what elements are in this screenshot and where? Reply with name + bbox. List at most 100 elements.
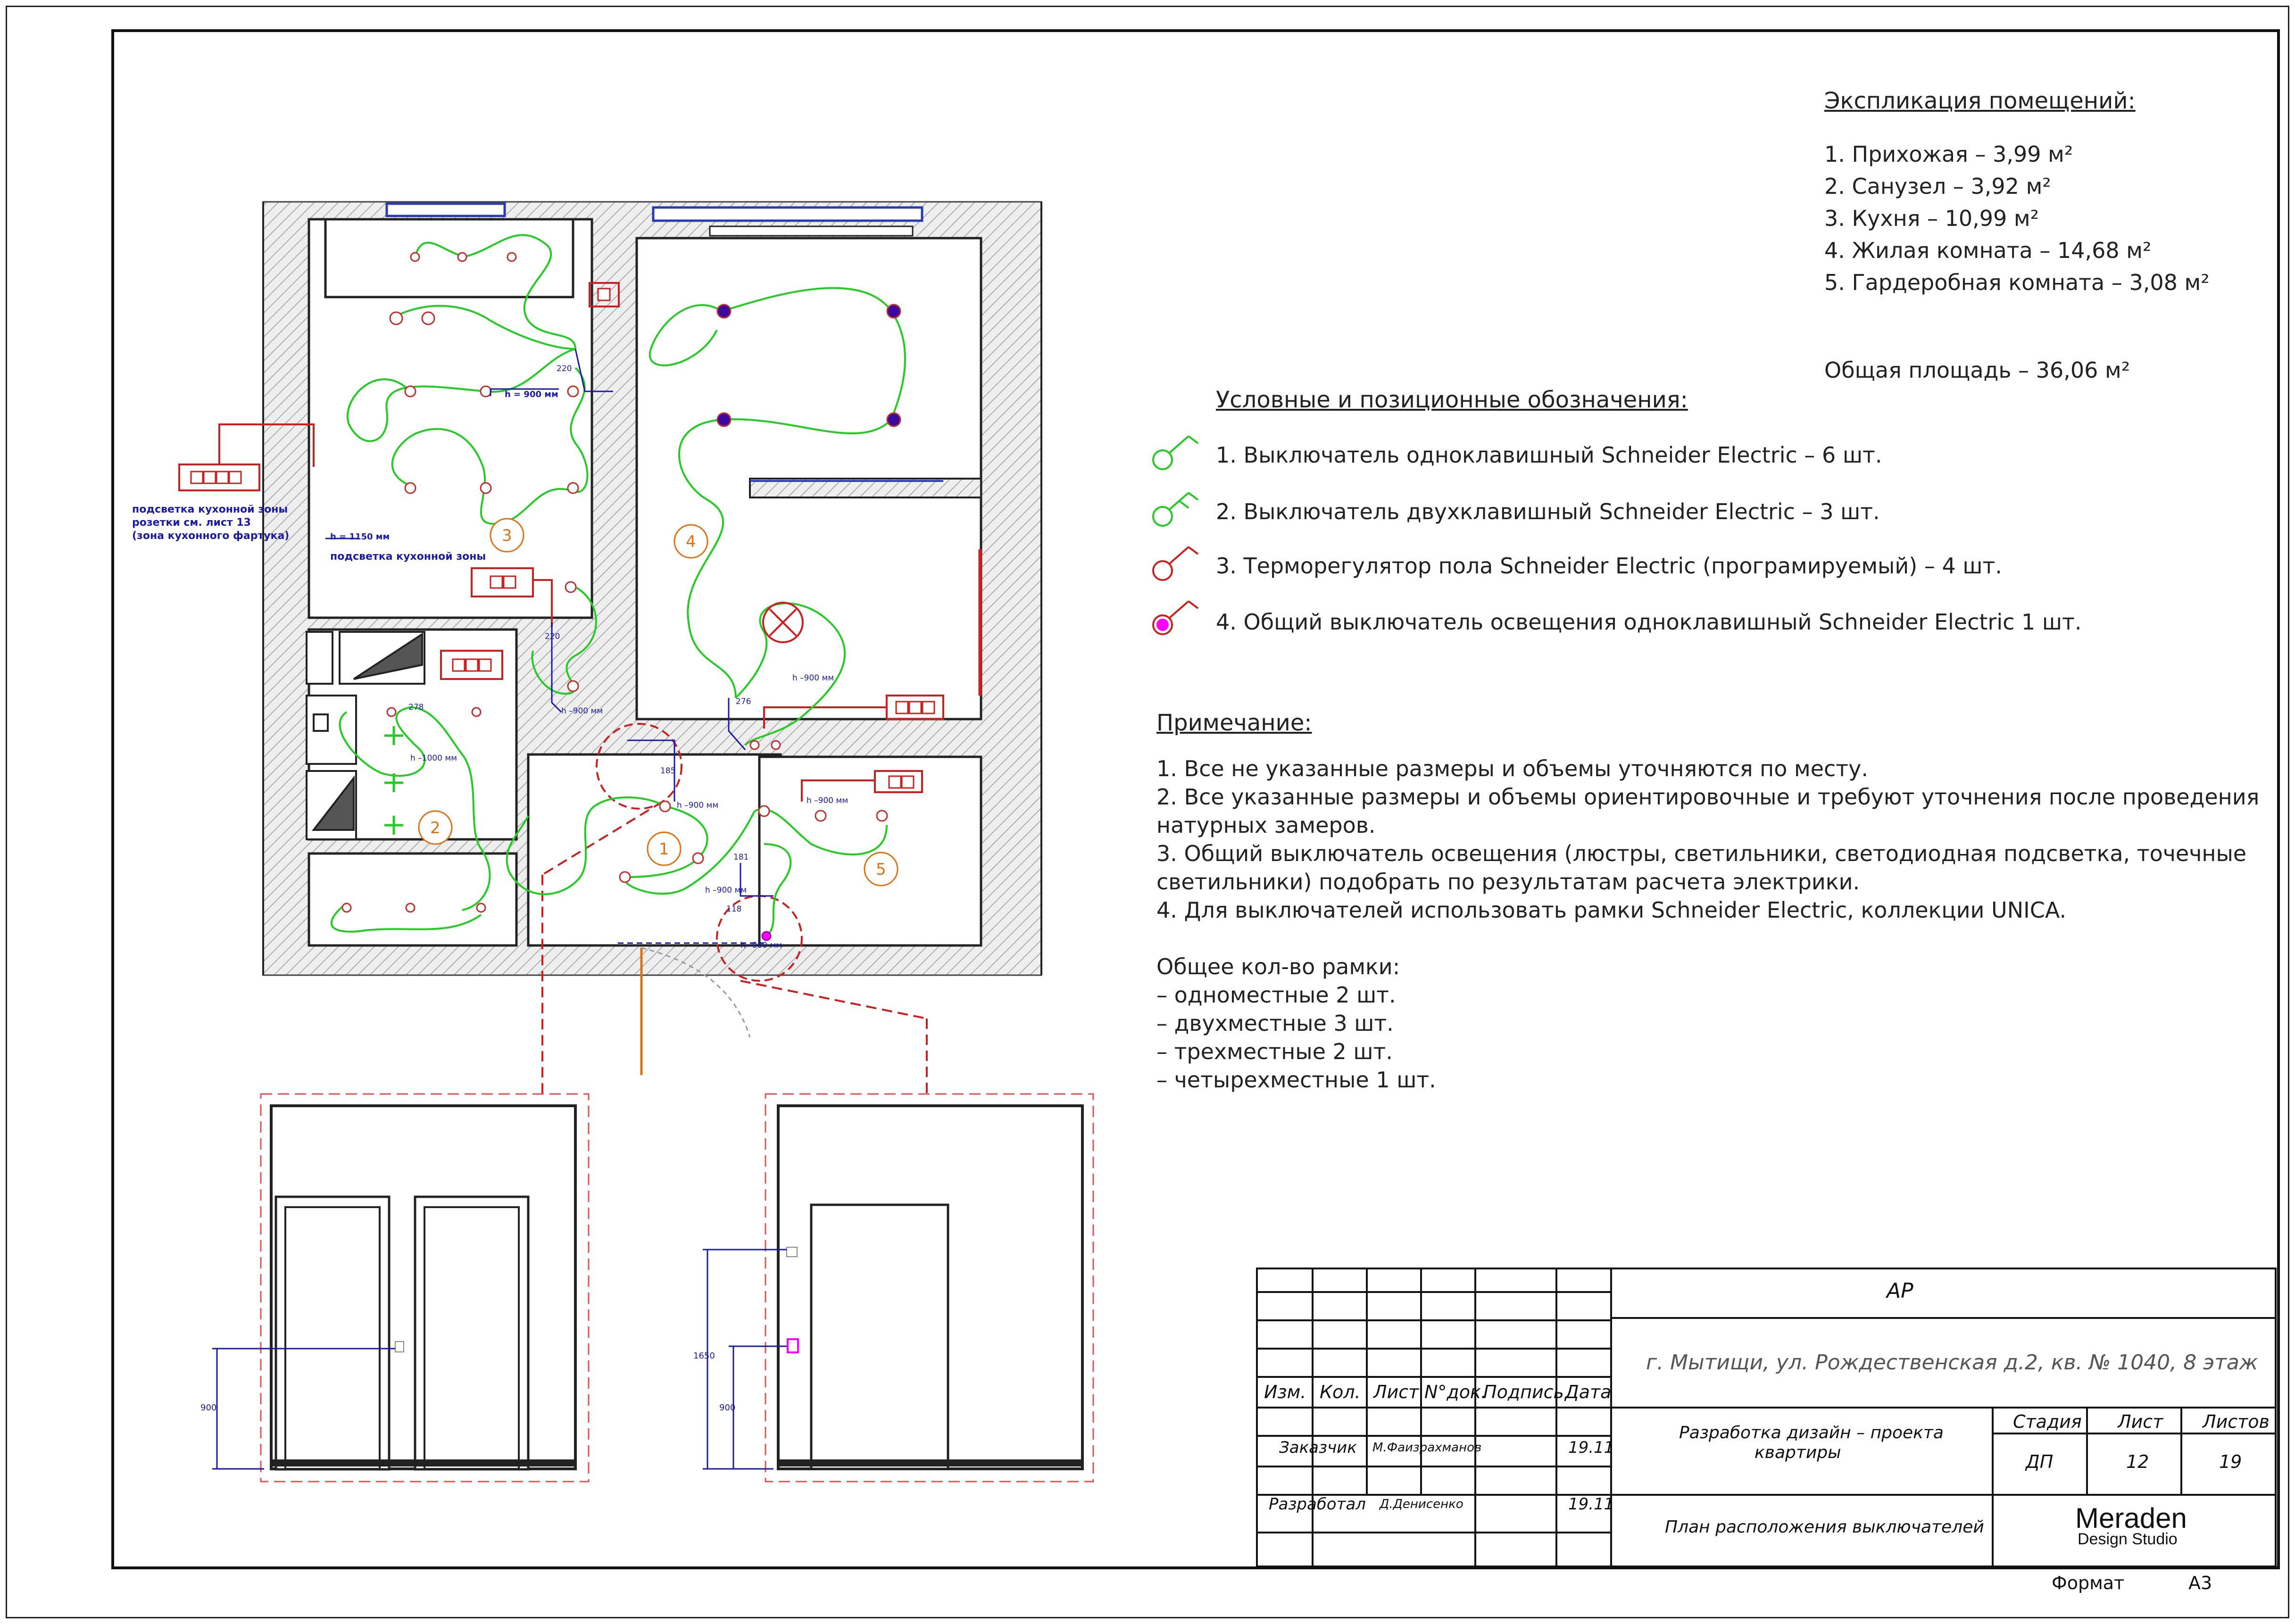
tb-customer-name: М.Фаизрахманов	[1372, 1441, 1482, 1455]
tb-dev-role: Разработал	[1269, 1495, 1366, 1514]
kitchen-note-3: (зона кухонного фартука)	[132, 530, 290, 542]
master-switch-marker	[761, 931, 772, 941]
room-number-3: 3	[502, 526, 512, 545]
note-line-2: 2. Все указанные размеры и объемы ориент…	[1156, 784, 2260, 810]
elevation-left	[212, 1093, 590, 1483]
frames-line-2: – двухместные 3 шт.	[1156, 1011, 1394, 1036]
tb-project-1: Разработка дизайн – проекта	[1679, 1423, 1944, 1442]
room-number-2: 2	[430, 819, 441, 837]
tb-dev-name: Д.Денисенко	[1380, 1497, 1463, 1511]
legend-title: Условные и позиционные обозначения:	[1216, 387, 1688, 413]
legend-item-1: 1. Выключатель одноклавишный Schneider E…	[1216, 442, 1882, 468]
height-label-bath: h –1000 мм	[410, 754, 457, 763]
legend-symbols	[1152, 435, 1199, 635]
drawing-frame	[111, 29, 2280, 1569]
pendant-lights	[716, 304, 901, 427]
tb-address: г. Мытищи, ул. Рождественская д.2, кв. №…	[1646, 1351, 2258, 1375]
kitchen-note-1: подсветка кухонной зоны	[132, 504, 288, 515]
height-label-b: h –900 мм	[561, 706, 603, 716]
bathroom-fixtures	[306, 631, 425, 840]
tb-customer-date: 19.11	[1568, 1438, 1614, 1457]
double-switch-icon	[1152, 492, 1199, 527]
legend-item-2: 2. Выключатель двухклавишный Schneider E…	[1216, 499, 1880, 524]
tb-code: АР	[1887, 1279, 1913, 1303]
explication-room-5: 5. Гардеробная комната – 3,08 м²	[1824, 270, 2210, 295]
tb-stage-header: Стадия	[2013, 1411, 2082, 1432]
kitchen-height: h = 1150 мм	[330, 532, 390, 542]
dim-278: 278	[408, 703, 424, 712]
note-line-6: 4. Для выключателей использовать рамки S…	[1156, 897, 2067, 923]
kitchen-zone-label: подсветка кухонной зоны	[330, 551, 486, 563]
legend-item-3: 3. Терморегулятор пола Schneider Electri…	[1216, 553, 2002, 579]
height-label-e: h –900 мм	[677, 801, 719, 810]
bathroom-led-lights	[384, 726, 403, 835]
tb-sheet-number: 12	[2126, 1451, 2149, 1472]
total-area: Общая площадь – 36,06 м²	[1824, 357, 2130, 383]
dim-276: 276	[736, 697, 751, 706]
thermostat-icon	[1152, 546, 1199, 581]
tb-project-2: квартиры	[1755, 1443, 1841, 1462]
brand-logo: Meraden	[2075, 1502, 2187, 1534]
dimension-lines	[325, 348, 773, 944]
title-block-grid	[1256, 1268, 2277, 1567]
tb-col-5: Подпись	[1483, 1382, 1564, 1402]
notes-title: Примечание:	[1156, 710, 1312, 736]
dim-220-a: 220	[557, 364, 572, 373]
format-label: Формат	[2052, 1573, 2125, 1593]
outer-border	[6, 6, 2289, 1618]
chandelier	[762, 602, 804, 643]
explication-room-3: 3. Кухня – 10,99 м²	[1824, 206, 2039, 231]
format-value: А3	[2188, 1573, 2212, 1593]
height-label-c: h –900 мм	[792, 673, 834, 683]
legend-item-4: 4. Общий выключатель освещения одноклави…	[1216, 609, 2082, 635]
dim-220-b: 220	[545, 632, 560, 641]
height-label-f: h –900 мм	[705, 886, 747, 895]
note-line-5: светильники) подобрать по результатам ра…	[1156, 869, 1860, 895]
tb-col-6: Дата	[1565, 1382, 1612, 1402]
tb-dev-date: 19.11	[1568, 1495, 1614, 1514]
tb-sheet-header: Лист	[2118, 1411, 2163, 1432]
tb-sheets-total: 19	[2219, 1451, 2242, 1472]
recessed-lights	[341, 252, 888, 913]
note-line-4: 3. Общий выключатель освещения (люстры, …	[1156, 841, 2247, 866]
room-markers	[418, 518, 898, 887]
master-switch-icon	[1152, 600, 1199, 635]
explication-room-1: 1. Прихожая – 3,99 м²	[1824, 141, 2073, 167]
tb-sheets-header: Листов	[2203, 1411, 2270, 1432]
room-number-4: 4	[686, 532, 696, 551]
elev-right-dim-1: 1650	[693, 1351, 715, 1361]
note-line-1: 1. Все не указанные размеры и объемы уто…	[1156, 756, 1868, 781]
elev-left-dim: 900	[200, 1403, 217, 1413]
tb-col-1: Изм.	[1264, 1382, 1306, 1402]
room-number-5: 5	[876, 860, 886, 879]
tb-col-2: Кол.	[1320, 1382, 1361, 1402]
frames-line-1: – одноместные 2 шт.	[1156, 982, 1396, 1008]
height-label-d: h –900 мм	[807, 796, 848, 805]
tb-customer-role: Заказчик	[1279, 1438, 1357, 1457]
dim-185: 185	[660, 766, 676, 776]
room-number-1: 1	[659, 840, 669, 859]
dim-118: 118	[726, 904, 742, 914]
elevation-right	[703, 1093, 1094, 1483]
note-line-3: натурных замеров.	[1156, 812, 1376, 838]
tb-stage: ДП	[2026, 1451, 2054, 1472]
kitchen-note-2: розетки см. лист 13	[132, 517, 251, 529]
single-switch-icon	[1152, 435, 1199, 470]
explication-title: Экспликация помещений:	[1824, 88, 2136, 114]
switch-frame-markers	[178, 282, 982, 1099]
frames-line-4: – четырехместные 1 шт.	[1156, 1067, 1436, 1093]
height-label-g: h –900 мм	[740, 941, 782, 950]
window-kitchen	[385, 202, 506, 217]
explication-room-4: 4. Жилая комната – 14,68 м²	[1824, 238, 2152, 263]
height-label-a: h = 900 мм	[505, 389, 558, 399]
brand-subtitle: Design Studio	[2078, 1530, 2178, 1548]
frames-title: Общее кол-во рамки:	[1156, 954, 1400, 979]
tb-col-3: Лист	[1373, 1382, 1419, 1402]
dim-181: 181	[733, 853, 749, 862]
frames-line-3: – трехместные 2 шт.	[1156, 1039, 1393, 1064]
explication-room-2: 2. Санузел – 3,92 м²	[1824, 174, 2051, 199]
elev-right-dim-2: 900	[719, 1403, 736, 1413]
tb-sheet-title: План расположения выключателей	[1665, 1517, 1984, 1537]
